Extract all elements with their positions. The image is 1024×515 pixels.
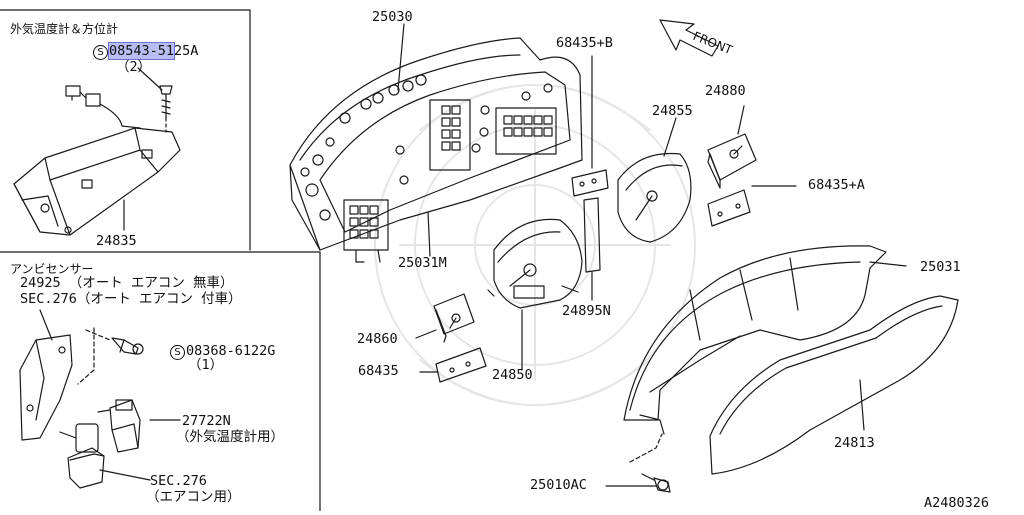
gauge-24880 (707, 105, 757, 189)
part-27722n[interactable]: 27722N (182, 413, 231, 429)
leader-screw (137, 67, 163, 91)
leader-25030 (397, 23, 405, 91)
sensor-sec276 (59, 423, 105, 489)
leader-sec276 (99, 469, 151, 481)
bracket-screw (77, 327, 144, 385)
screw-part-number-highlight: 08543-51 (107, 42, 176, 60)
tachometer-24855 (617, 117, 692, 243)
part-25031m[interactable]: 25031M (398, 255, 447, 271)
part-68435[interactable]: 68435 (358, 363, 399, 379)
plate-68435a (707, 189, 751, 227)
inset-bottom-border (0, 251, 321, 512)
part-25031[interactable]: 25031 (920, 259, 961, 275)
module-screw-top (159, 85, 173, 133)
ambi-line-sec276[interactable]: SEC.276（オート エアコン 付車） (20, 291, 242, 307)
inset-top-border (0, 9, 251, 251)
part-68435b[interactable]: 68435+B (556, 35, 613, 51)
screw-qty-bottom: （1） (188, 357, 224, 373)
lens-24813 (709, 295, 959, 475)
thermo-compass-module (13, 127, 181, 236)
board-24895n (583, 197, 601, 301)
speedometer-24850 (487, 218, 583, 371)
inset-top-title: 外気温度計＆方位計 (10, 22, 119, 36)
cluster-pcb-25031m (319, 71, 571, 263)
inset-bottom-title: アンビセンサー (10, 262, 94, 276)
part-24895n[interactable]: 24895N (562, 303, 611, 319)
cluster-lid-25031 (623, 245, 907, 435)
sensor-bracket (19, 334, 73, 441)
part-24860[interactable]: 24860 (357, 331, 398, 347)
module-connector (65, 85, 141, 129)
part-24813[interactable]: 24813 (834, 435, 875, 451)
screw-25010ac (605, 433, 671, 493)
part-25030[interactable]: 25030 (372, 9, 413, 25)
part-sec276-desc: （エアコン用） (146, 489, 241, 505)
plate-68435 (435, 347, 487, 383)
part-24880[interactable]: 24880 (705, 83, 746, 99)
part-24835[interactable]: 24835 (96, 233, 137, 249)
screw-s-symbol-icon: S (93, 45, 108, 60)
plate-68435b (571, 169, 609, 197)
leader-ambi (39, 309, 53, 341)
part-27722n-desc: （外気温度計用） (176, 429, 284, 445)
part-24855[interactable]: 24855 (652, 103, 693, 119)
watermark-emblem (374, 84, 696, 406)
part-25010ac[interactable]: 25010AC (530, 477, 587, 493)
leader-24860 (415, 329, 437, 339)
ambi-line-24925[interactable]: 24925 （オート エアコン 無車） (20, 275, 234, 291)
cluster-housing-25030 (289, 37, 583, 251)
diagram-id: A2480326 (924, 495, 990, 511)
part-sec276[interactable]: SEC.276 (150, 473, 207, 489)
part-24850[interactable]: 24850 (492, 367, 533, 383)
front-arrow-icon (659, 19, 719, 57)
screw-qty: （2） (116, 59, 152, 75)
leader-25031m (427, 211, 431, 257)
part-68435a[interactable]: 68435+A (808, 177, 865, 193)
screw-s-symbol-icon: S (170, 345, 185, 360)
sensor-27722n (97, 399, 141, 453)
screw-part-number-suffix: 25A (174, 43, 199, 59)
gauge-24860 (433, 293, 475, 343)
